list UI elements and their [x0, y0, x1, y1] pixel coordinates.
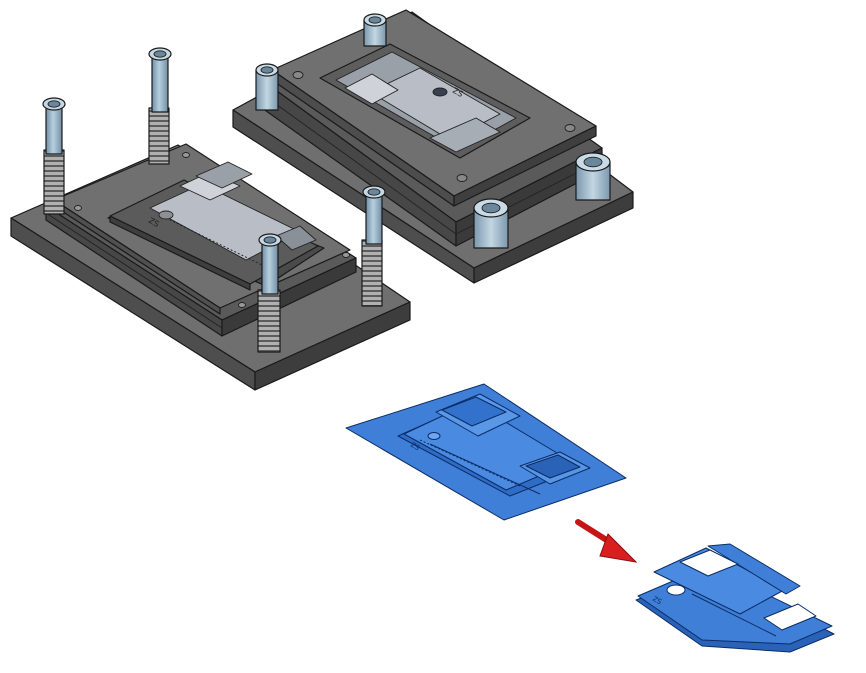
lower-screw-hole — [182, 152, 190, 158]
guide-bushing — [363, 13, 387, 47]
lower-screw-hole — [238, 302, 246, 308]
upper-screw-hole — [456, 174, 468, 182]
lower-screw-hole — [74, 205, 82, 211]
upper-screw-hole — [564, 124, 576, 132]
upper-die-half: ZS — [232, 9, 634, 284]
stamped-blank-with-scrap: ZS — [345, 383, 627, 521]
guide-pillar — [42, 97, 66, 215]
guide-pillar — [148, 47, 172, 165]
upper-cavity: ZS — [319, 43, 531, 159]
lower-die-half: ZS — [10, 47, 411, 391]
guide-bushing — [255, 63, 279, 111]
blank-engraving: ZS — [409, 441, 421, 453]
part-engraving: ZS — [651, 595, 663, 607]
finished-part: ZS — [635, 543, 835, 653]
process-arrow — [575, 519, 638, 563]
lower-screw-hole — [342, 252, 350, 258]
guide-bushing — [473, 198, 509, 249]
guide-pillar — [361, 185, 386, 307]
guide-pillar — [257, 233, 282, 353]
guide-bushing — [575, 152, 611, 201]
upper-screw-hole — [292, 71, 304, 79]
